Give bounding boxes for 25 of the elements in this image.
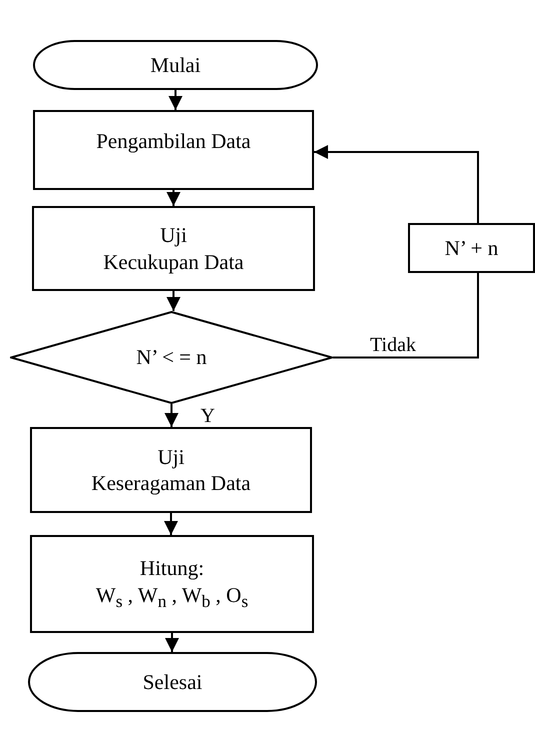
step-text: Pengambilan Data — [96, 128, 251, 154]
step-text: Selesai — [142, 668, 202, 696]
step-text: Uji — [158, 444, 184, 470]
step-text: Mulai — [150, 52, 201, 78]
step-text: Uji — [160, 222, 187, 248]
process-box — [30, 535, 314, 633]
step-text: W$_{s}$ , W$_{n}$ , W$_{b}$ , O$_{s}$ — [96, 582, 248, 613]
decision-diamond — [10, 311, 333, 404]
arrow — [166, 190, 180, 206]
arrow — [164, 513, 178, 535]
process-box — [30, 427, 312, 513]
arrow — [166, 291, 180, 311]
step-text: Hitung: — [140, 555, 204, 582]
step-text: N’ < = n — [136, 344, 207, 371]
arrow — [168, 90, 182, 110]
edge-label: Tidak — [369, 334, 417, 354]
arrow — [314, 145, 479, 223]
process-box — [408, 223, 535, 273]
arrow — [164, 404, 178, 427]
step-text: Kecukupan Data — [103, 248, 244, 275]
arrow — [165, 633, 179, 652]
step-text: N’ + n — [444, 234, 498, 262]
process-box — [32, 206, 315, 291]
process-box — [33, 110, 314, 190]
step-text: Keseragaman Data — [91, 470, 251, 496]
